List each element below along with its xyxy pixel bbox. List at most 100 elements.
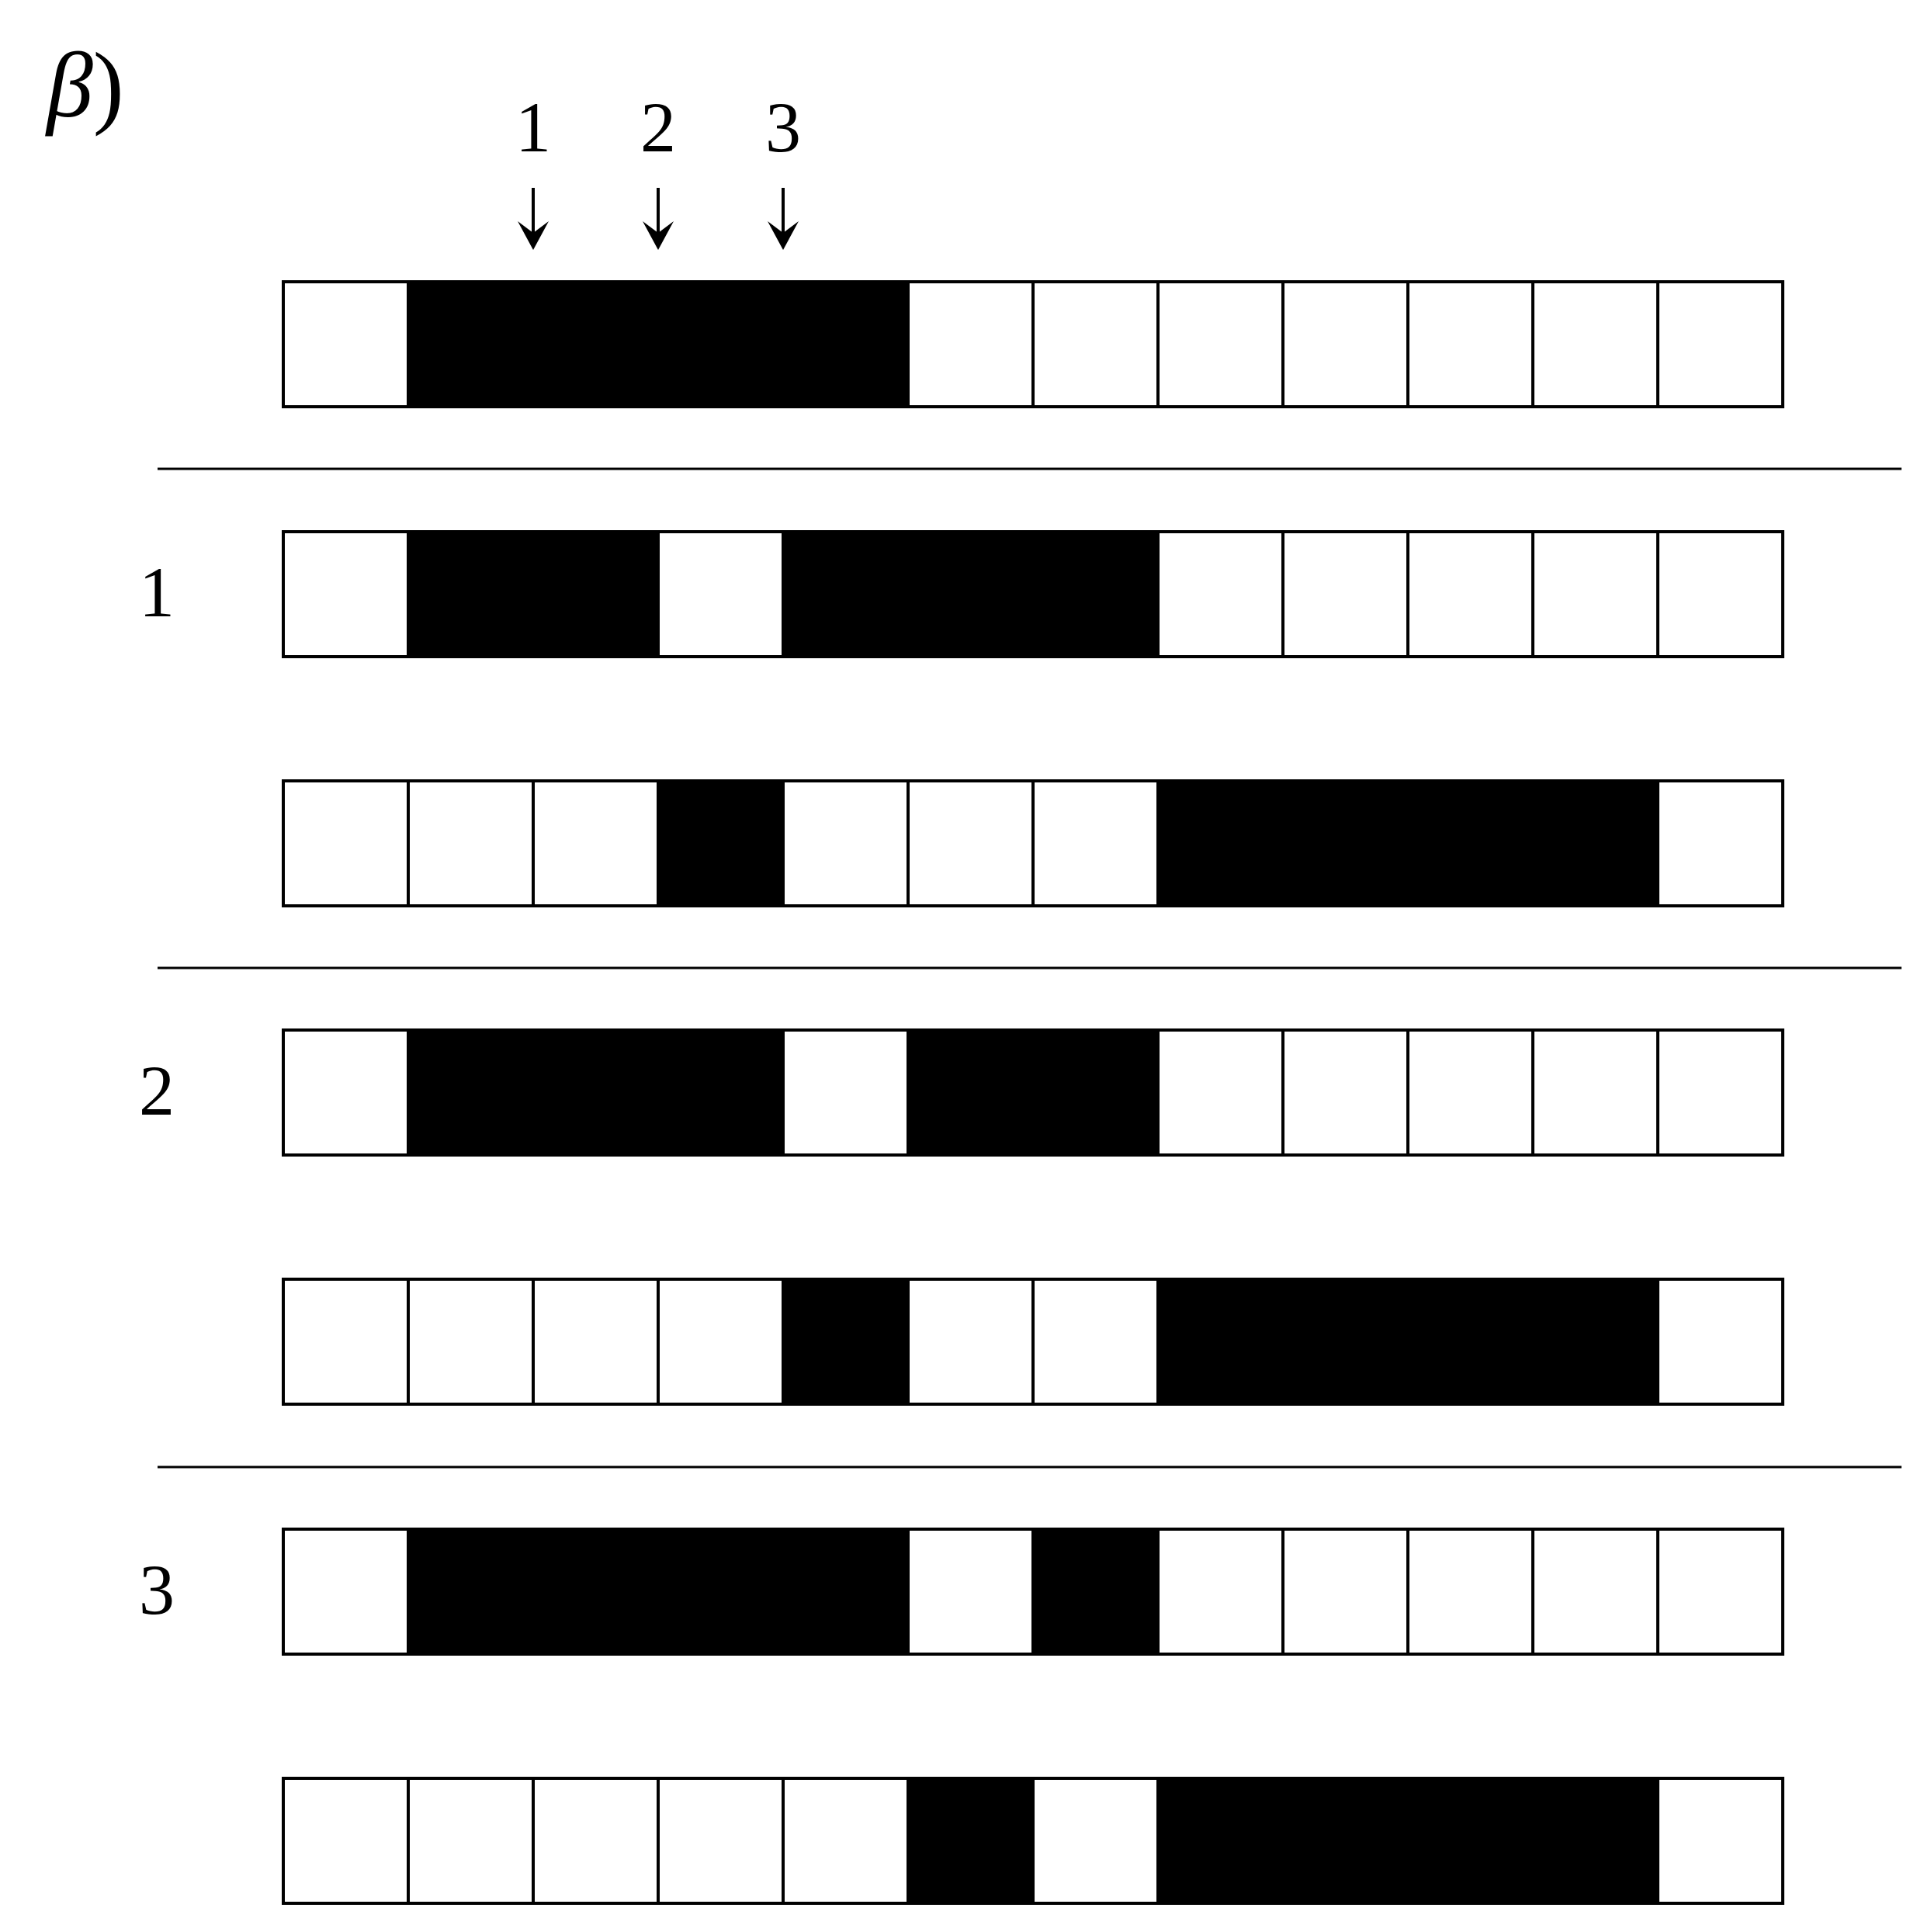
cell-filled: [1406, 1278, 1534, 1406]
cell-filled: [1406, 1777, 1534, 1905]
cell-empty: [1406, 530, 1534, 658]
cell-empty: [532, 1777, 660, 1905]
cell-filled: [1031, 530, 1160, 658]
cell-empty: [1656, 779, 1784, 907]
cell-filled: [532, 1028, 660, 1157]
strip-group-2-row-1: [282, 1028, 1784, 1157]
cell-empty: [907, 1528, 1035, 1656]
cell-empty: [282, 1278, 410, 1406]
cell-empty: [1281, 280, 1409, 408]
cell-empty: [1656, 1278, 1784, 1406]
arrow-label: 3: [765, 88, 801, 167]
strip-initial: [282, 280, 1784, 408]
cell-empty: [907, 779, 1035, 907]
cell-filled: [782, 530, 910, 658]
cell-empty: [1281, 1528, 1409, 1656]
panel-label: β): [47, 39, 124, 132]
cell-filled: [657, 1028, 785, 1157]
cell-filled: [1156, 1278, 1284, 1406]
cell-empty: [1031, 280, 1160, 408]
cell-empty: [1156, 280, 1284, 408]
cell-empty: [532, 779, 660, 907]
cell-filled: [907, 1028, 1035, 1157]
arrow-label: 2: [640, 88, 676, 167]
cell-empty: [1031, 1777, 1160, 1905]
cell-empty: [1031, 1278, 1160, 1406]
cell-filled: [532, 280, 660, 408]
cell-filled: [782, 1278, 910, 1406]
cell-empty: [407, 779, 535, 907]
down-arrow-icon: [518, 188, 549, 250]
cell-empty: [1531, 530, 1659, 658]
cell-empty: [657, 530, 785, 658]
cell-filled: [657, 779, 785, 907]
cell-filled: [1281, 1278, 1409, 1406]
cell-filled: [407, 280, 535, 408]
group-label: 3: [139, 1550, 175, 1629]
cell-empty: [1406, 1028, 1534, 1157]
cell-empty: [1281, 1028, 1409, 1157]
cell-filled: [657, 280, 785, 408]
cell-empty: [282, 530, 410, 658]
cell-empty: [282, 1777, 410, 1905]
cell-empty: [407, 1777, 535, 1905]
down-arrow-icon: [643, 188, 674, 250]
cell-empty: [282, 1028, 410, 1157]
cell-filled: [1531, 779, 1659, 907]
cell-empty: [1156, 1028, 1284, 1157]
cell-empty: [1031, 779, 1160, 907]
cell-filled: [907, 1777, 1035, 1905]
cell-empty: [1156, 530, 1284, 658]
strip-group-1-row-1: [282, 530, 1784, 658]
cell-empty: [657, 1278, 785, 1406]
strip-group-3-row-2: [282, 1777, 1784, 1905]
cell-filled: [532, 1528, 660, 1656]
cell-empty: [1156, 1528, 1284, 1656]
cell-empty: [1531, 1028, 1659, 1157]
down-arrow-icon: [768, 188, 799, 250]
group-label: 2: [139, 1051, 175, 1130]
cell-empty: [782, 779, 910, 907]
cell-filled: [1156, 779, 1284, 907]
cell-empty: [282, 1528, 410, 1656]
cell-filled: [407, 1528, 535, 1656]
cell-filled: [782, 280, 910, 408]
cell-filled: [1281, 779, 1409, 907]
cell-filled: [407, 1028, 535, 1157]
strip-group-1-row-2: [282, 779, 1784, 907]
cell-empty: [1406, 280, 1534, 408]
cell-empty: [1656, 530, 1784, 658]
arrow-label: 1: [515, 88, 551, 167]
cell-empty: [282, 280, 410, 408]
cell-empty: [907, 1278, 1035, 1406]
cell-empty: [407, 1278, 535, 1406]
cell-empty: [907, 280, 1035, 408]
group-label: 1: [139, 553, 175, 632]
cell-filled: [907, 530, 1035, 658]
cell-empty: [532, 1278, 660, 1406]
panel-label-greek: β: [47, 33, 93, 137]
cell-filled: [1531, 1777, 1659, 1905]
cell-empty: [782, 1777, 910, 1905]
cell-empty: [282, 779, 410, 907]
cell-filled: [1031, 1528, 1160, 1656]
cell-filled: [1281, 1777, 1409, 1905]
cell-empty: [1656, 1777, 1784, 1905]
cell-empty: [1531, 280, 1659, 408]
panel-label-paren: ): [92, 33, 124, 137]
cell-filled: [532, 530, 660, 658]
cell-filled: [1156, 1777, 1284, 1905]
strip-group-2-row-2: [282, 1278, 1784, 1406]
cell-empty: [1406, 1528, 1534, 1656]
cell-filled: [407, 530, 535, 658]
cell-filled: [1031, 1028, 1160, 1157]
cell-empty: [1656, 1028, 1784, 1157]
cell-filled: [1406, 779, 1534, 907]
cell-empty: [782, 1028, 910, 1157]
cell-empty: [657, 1777, 785, 1905]
cell-empty: [1656, 1528, 1784, 1656]
cell-filled: [782, 1528, 910, 1656]
strip-group-3-row-1: [282, 1528, 1784, 1656]
